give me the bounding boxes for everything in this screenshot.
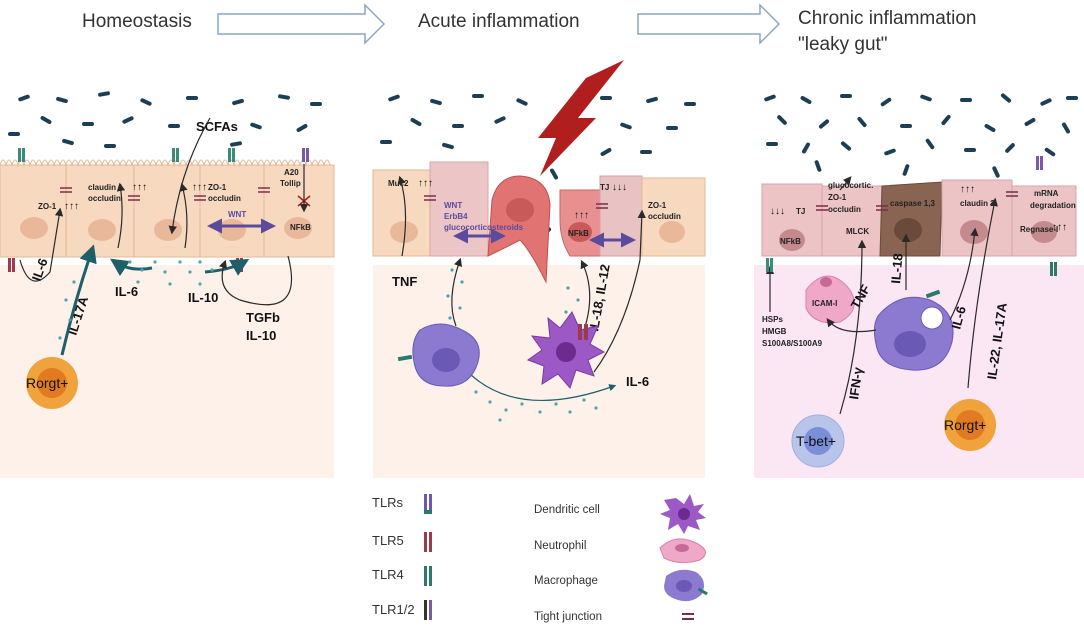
macrophage-cell [397,323,480,387]
label-claudin1: claudin 1 [88,183,123,192]
header-chronic-line2: "leaky gut" [798,34,888,55]
dendritic-cell [526,311,606,389]
label-tnf: TNF [392,274,417,289]
label-occludin: occludin [88,194,121,203]
label-tj: TJ [600,183,609,192]
header-homeostasis: Homeostasis [82,11,192,32]
label-mlck: MLCK [846,227,869,236]
svg-text:↑↑↑: ↑↑↑ [132,182,147,193]
label-zo1: ZO-1 [828,193,847,202]
tlr-receptor [302,148,309,162]
label-wnt: WNT [444,201,462,210]
lightning-icon [538,60,624,176]
tlr-receptor [228,148,235,162]
svg-text:↑↑↑: ↑↑↑ [64,201,79,212]
svg-text:↑↑↑: ↑↑↑ [960,184,975,195]
rorgt-cell: Rorgt+ [944,399,996,451]
label-degradation: degradation [1030,201,1076,210]
header-arrow-2 [637,3,781,45]
label-occludin: occludin [828,205,861,214]
svg-text:ICAM-I: ICAM-I [812,299,837,308]
legend-label-dendritic: Dendritic cell [534,504,600,516]
label-caspase: caspase 1,3 [890,199,935,208]
tbet-cell: T-bet+ [791,414,845,468]
label-nfkb: NFkB [568,229,589,238]
legend-label-macrophage: Macrophage [534,575,598,587]
svg-text:↓↓↓: ↓↓↓ [612,182,627,193]
panel-chronic: ↓↓↓ ↑↑↑ ↑↑↑ TJ NFkB glucocortic. ZO-1 oc… [754,85,1084,478]
macrophage-cell [873,289,954,371]
label-gluco: glucocorticosteroids [444,223,524,232]
tlr-receptor [172,148,179,162]
label-mrna: mRNA [1034,189,1059,198]
label-il10-right: IL-10 [246,328,276,343]
label-zo1-b: ZO-1 [208,183,227,192]
label-claudin2: claudin 2 [960,199,995,208]
bacteria-group [8,91,322,148]
rorgt-cell: Rorgt+ [26,357,78,409]
legend-tlrs-icon [424,494,432,514]
tlr-receptor [18,148,25,162]
legend: TLRs TLR5 TLR4 TLR1/2 Dendritic cell Neu… [372,494,708,623]
svg-text:↑↑↑: ↑↑↑ [192,182,207,193]
label-tgfb: TGFb [246,310,280,325]
svg-text:Rorgt+: Rorgt+ [26,375,68,391]
legend-label-tlr4: TLR4 [372,567,404,582]
label-il10-mid: IL-10 [188,290,218,305]
label-tj: TJ [796,207,805,216]
label-wnt: WNT [228,210,246,219]
label-a20: A20 [284,168,299,177]
header-acute: Acute inflammation [418,11,580,32]
label-muc2: Muc2 [388,179,409,188]
label-il6-mid: IL-6 [115,284,138,299]
label-nfkb: NFkB [780,237,801,246]
legend-label-tight-junction: Tight junction [534,611,602,623]
label-ifng: IFN-γ [846,365,865,400]
label-zo1: ZO-1 [648,201,667,210]
cytokine-dots [58,260,214,340]
panel-acute: Muc2 WNT ErbB4 glucocorticosteroids TJ N… [372,60,706,478]
header-arrow-1 [217,3,386,45]
legend-dendritic-icon [660,494,706,534]
tlr-receptor [8,258,15,272]
svg-text:T-bet+: T-bet+ [796,433,836,449]
label-glucocortic: glucocortic. [828,181,873,190]
legend-label-neutrophil: Neutrophil [534,540,586,552]
legend-neutrophil-icon [659,538,706,564]
legend-label-tlrs: TLRs [372,495,404,510]
label-il6: IL-6 [626,374,649,389]
svg-text:↑↑↑: ↑↑↑ [1052,222,1067,233]
label-nfkb: NFkB [290,223,311,232]
neutrophil-cell: ICAM-I [805,275,855,324]
legend-tight-junction-icon [682,613,694,620]
legend-tlr5-icon [424,532,432,552]
legend-label-tlr5: TLR5 [372,533,404,548]
label-s100: S100A8/S100A9 [762,339,823,348]
label-tollip: Tollip [280,179,301,188]
legend-macrophage-icon [664,569,708,602]
label-regnase: Regnase-I [1020,225,1058,234]
panel-homeostasis: SCFAs ZO-1 claudin 1 occludin ZO-1 occlu… [0,85,335,478]
svg-text:↑↑↑: ↑↑↑ [574,210,589,221]
label-zo1: ZO-1 [38,202,57,211]
legend-label-tlr12: TLR1/2 [372,602,415,617]
legend-tlr12-icon [424,600,432,620]
label-scfas: SCFAs [196,119,238,134]
label-il18: IL-18 [888,253,906,285]
svg-text:↑↑↑: ↑↑↑ [418,178,433,189]
legend-tlr4-icon [424,566,432,586]
label-hsps: HSPs [762,315,783,324]
label-erbb4: ErbB4 [444,212,468,221]
svg-text:↓↓↓: ↓↓↓ [770,206,785,217]
label-occludin: occludin [648,212,681,221]
header-chronic-line1: Chronic inflammation [798,8,976,29]
label-il6: IL-6 [948,305,968,331]
svg-text:Rorgt+: Rorgt+ [944,417,986,433]
label-hmgb: HMGB [762,327,787,336]
label-occludin-b: occludin [208,194,241,203]
tight-junction [60,187,270,201]
